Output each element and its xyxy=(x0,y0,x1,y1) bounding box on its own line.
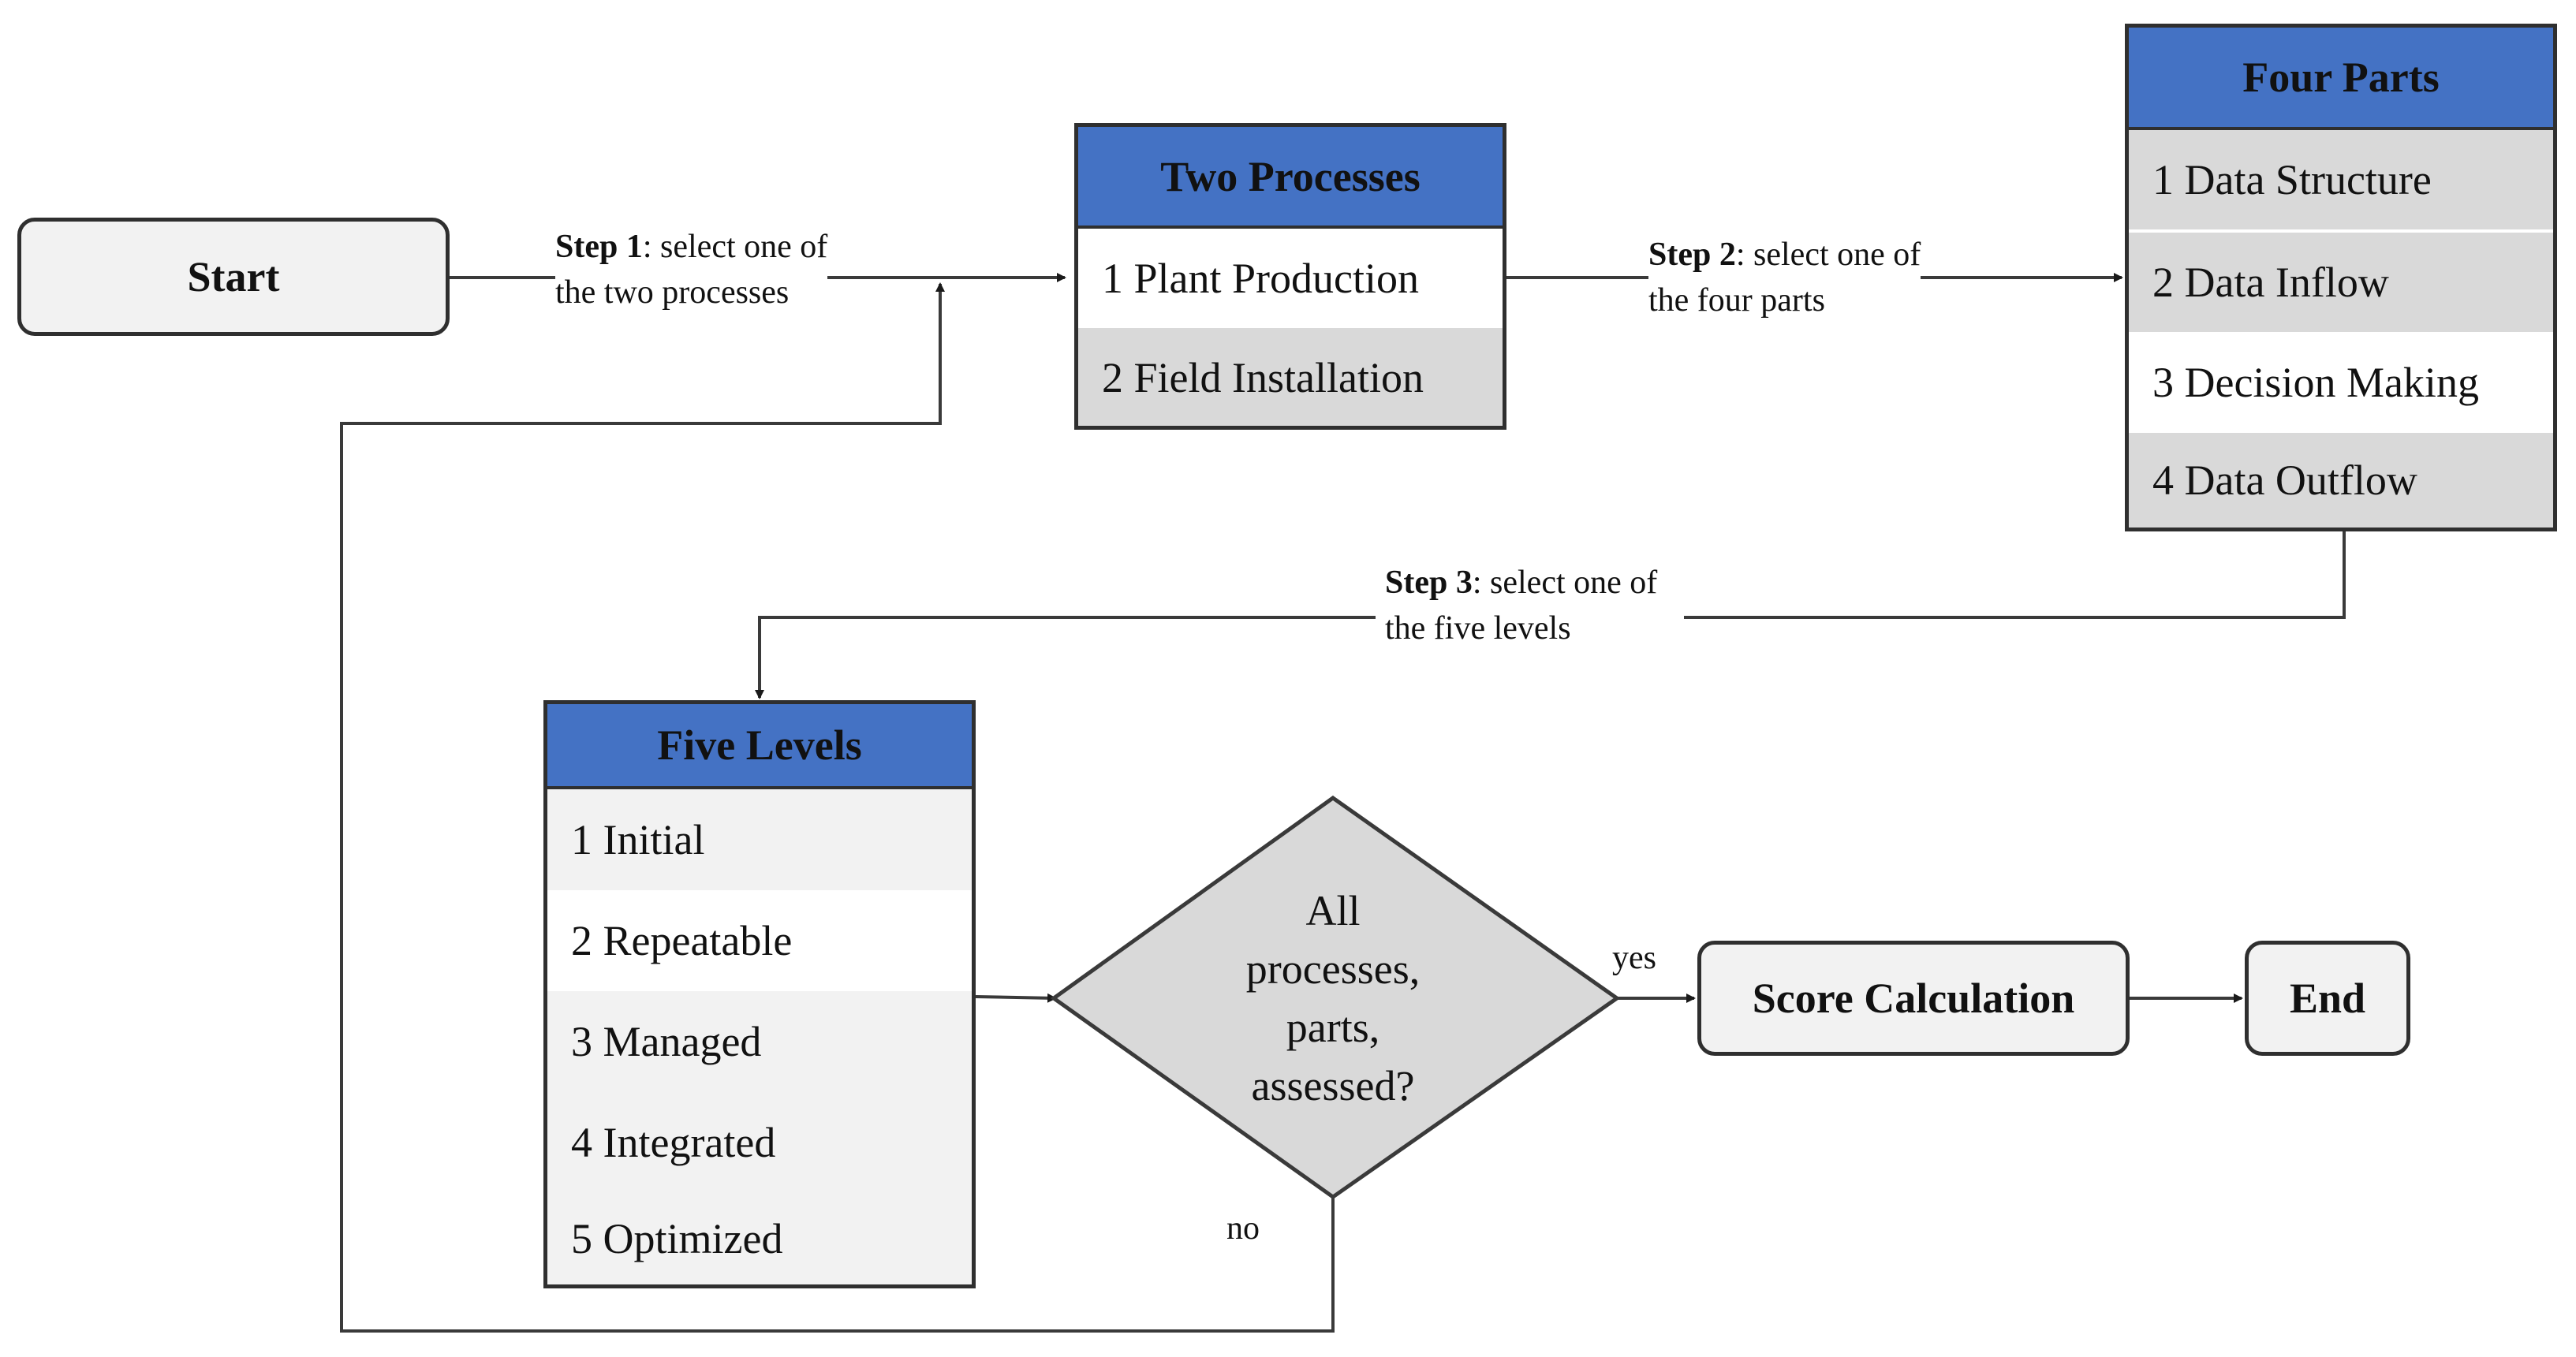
level-item: 1 Initial xyxy=(547,789,972,890)
decision-question: All processes, parts, assessed? xyxy=(1152,882,1514,1115)
level-item: 4 Integrated xyxy=(547,1092,972,1193)
part-item: 3 Decision Making xyxy=(2129,332,2553,433)
start-label: Start xyxy=(187,253,280,300)
step-1-title: Step 1 xyxy=(555,229,643,265)
processes-table: Two Processes 1 Plant Production 2 Field… xyxy=(1074,123,1506,430)
step-1-text: : select one of xyxy=(642,229,828,265)
parts-title: Four Parts xyxy=(2129,28,2553,130)
step-3-title: Step 3 xyxy=(1385,565,1473,601)
part-item: 1 Data Structure xyxy=(2129,130,2553,229)
level-item: 5 Optimized xyxy=(547,1193,972,1284)
level-item: 3 Managed xyxy=(547,991,972,1092)
end-node: End xyxy=(2245,941,2410,1056)
decision-line: assessed? xyxy=(1251,1062,1415,1109)
part-item: 4 Data Outflow xyxy=(2129,433,2553,528)
step-1-label: Step 1: select one of the two processes xyxy=(555,224,828,315)
decision-line: parts, xyxy=(1286,1004,1380,1051)
score-calculation-node: Score Calculation xyxy=(1697,941,2130,1056)
decision-line: processes, xyxy=(1245,945,1421,993)
parts-table: Four Parts 1 Data Structure 2 Data Inflo… xyxy=(2125,24,2557,531)
step-2-text: : select one of xyxy=(1735,237,1921,273)
step-2-label: Step 2: select one of the four parts xyxy=(1648,232,1921,323)
process-item: 1 Plant Production xyxy=(1078,229,1503,328)
processes-title: Two Processes xyxy=(1078,127,1503,229)
part-item: 2 Data Inflow xyxy=(2129,229,2553,332)
step-3-text: : select one of xyxy=(1472,565,1658,601)
connector-levels-to-decision xyxy=(975,993,1057,1003)
start-node: Start xyxy=(17,218,450,336)
decision-line: All xyxy=(1305,887,1361,934)
levels-title: Five Levels xyxy=(547,704,972,789)
connector-decision-no-loop xyxy=(340,282,1335,1333)
decision-no-label: no xyxy=(1226,1210,1260,1247)
score-calculation-label: Score Calculation xyxy=(1752,975,2075,1022)
process-item: 2 Field Installation xyxy=(1078,328,1503,426)
decision-yes-label: yes xyxy=(1612,940,1656,976)
end-label: End xyxy=(2289,975,2366,1022)
decision-diamond xyxy=(1050,795,1621,1200)
step-1-text-line2: the two processes xyxy=(555,274,790,311)
step-3-label: Step 3: select one of the five levels xyxy=(1376,560,1685,651)
step-2-text-line2: the four parts xyxy=(1648,282,1825,319)
levels-table: Five Levels 1 Initial 2 Repeatable 3 Man… xyxy=(543,700,976,1288)
level-item: 2 Repeatable xyxy=(547,890,972,991)
step-3-text-line2: the five levels xyxy=(1385,610,1571,647)
step-2-title: Step 2 xyxy=(1648,237,1736,273)
